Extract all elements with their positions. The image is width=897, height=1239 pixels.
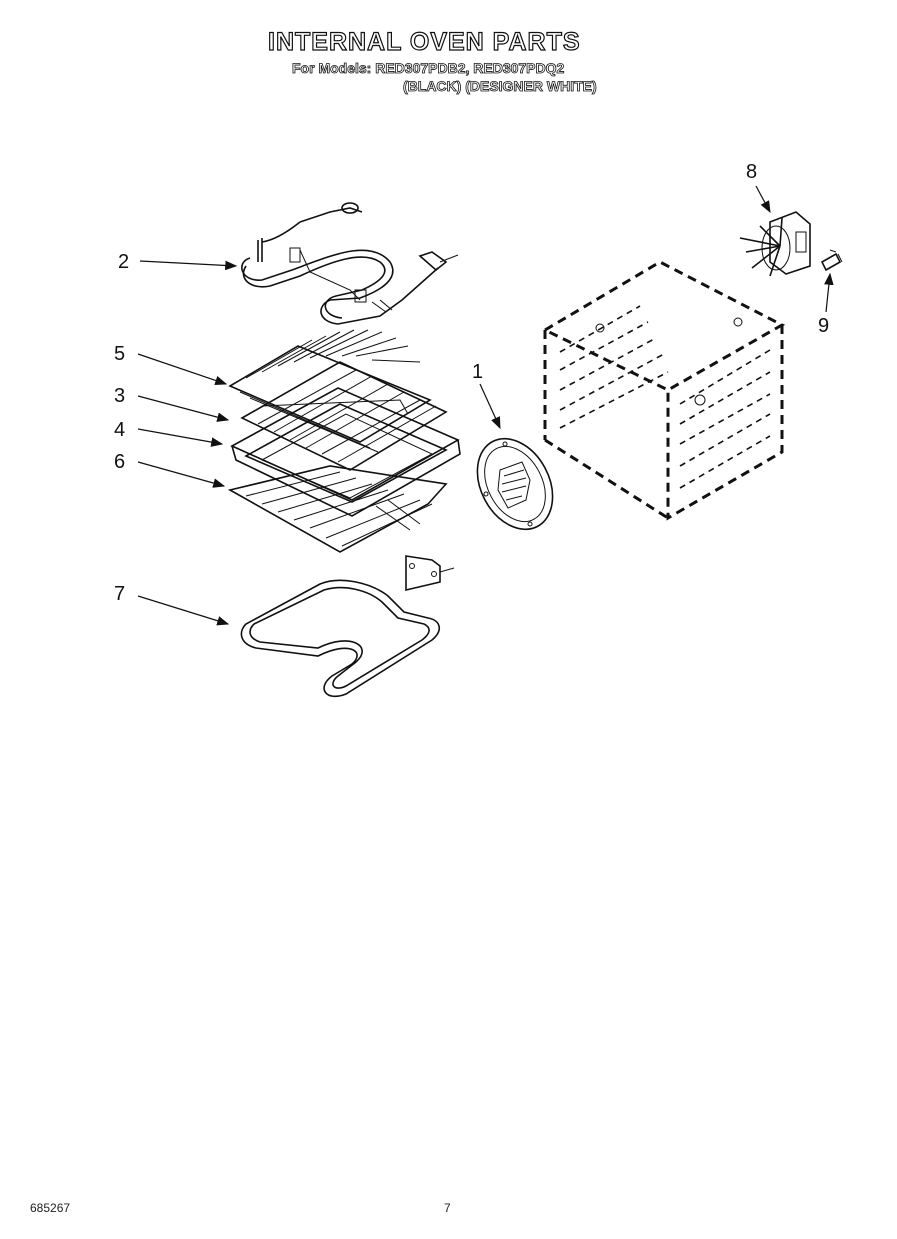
broiler-pan: [230, 387, 461, 517]
lower-oven-rack: [227, 465, 448, 553]
callout-label-5: 5: [114, 343, 125, 365]
callout-label-8: 8: [746, 161, 757, 183]
callout-6: 6: [114, 451, 226, 488]
callout-3: 3: [114, 385, 230, 422]
bake-element: [240, 555, 455, 698]
mounting-screw: [820, 249, 843, 272]
callout-label-1: 1: [472, 361, 483, 383]
callout-2: 2: [118, 251, 238, 273]
callout-label-2: 2: [118, 251, 129, 273]
broil-element: [241, 202, 459, 325]
document-number: 685267: [30, 1201, 71, 1215]
page-title: INTERNAL OVEN PARTS: [267, 27, 581, 56]
models-line: For Models: RED307PDB2, RED307PDQ2: [292, 60, 565, 77]
callout-5: 5: [114, 343, 228, 386]
callout-label-6: 6: [114, 451, 125, 473]
callout-9: 9: [818, 272, 834, 337]
broiler-pan-grid: [228, 329, 432, 453]
convection-fan-motor: [739, 211, 811, 277]
fan-cover: [476, 437, 554, 531]
callout-label-9: 9: [818, 315, 829, 337]
oven-cavity-outline: [541, 260, 786, 521]
color-variants-line: (BLACK) (DESIGNER WHITE): [403, 78, 597, 95]
callout-8: 8: [746, 161, 771, 214]
callout-1: 1: [472, 361, 501, 430]
callout-7: 7: [114, 583, 230, 626]
callout-label-3: 3: [114, 385, 125, 407]
page-number: 7: [444, 1201, 451, 1215]
callout-4: 4: [114, 419, 224, 447]
callout-label-7: 7: [114, 583, 125, 605]
callout-label-4: 4: [114, 419, 125, 441]
